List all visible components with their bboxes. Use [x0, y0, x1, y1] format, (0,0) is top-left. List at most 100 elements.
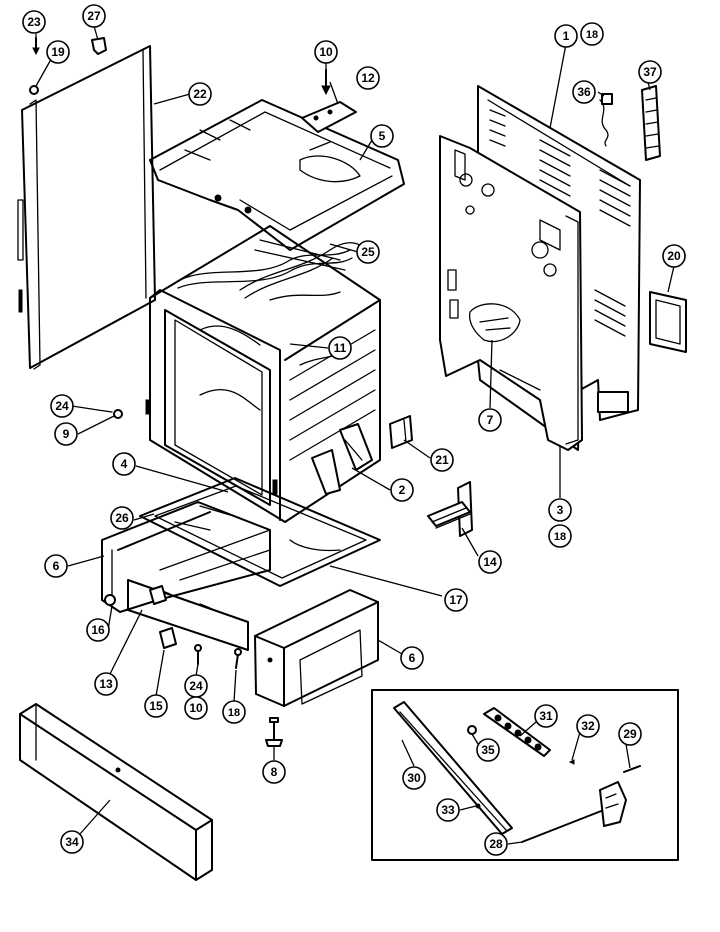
bottom-screw-part	[194, 644, 242, 669]
svg-text:31: 31	[539, 709, 553, 723]
callout-35: 35	[476, 738, 500, 762]
small-clip-part	[159, 627, 177, 649]
callout-34: 34	[60, 830, 84, 854]
svg-text:3: 3	[557, 503, 564, 517]
svg-text:5: 5	[379, 129, 386, 143]
callout-31: 31	[534, 704, 558, 728]
callout-6-frame: 6	[44, 554, 68, 578]
callout-28: 28	[484, 832, 508, 856]
callout-13: 13	[94, 672, 118, 696]
callout-10-bottom: 10	[184, 696, 208, 720]
svg-text:16: 16	[91, 623, 105, 637]
wire-harness-part	[239, 242, 366, 301]
leader-lines	[35, 25, 675, 845]
svg-text:7: 7	[487, 413, 494, 427]
kick-panel-part	[19, 703, 213, 881]
callout-9: 9	[54, 422, 78, 446]
svg-text:24: 24	[189, 679, 203, 693]
svg-text:35: 35	[481, 743, 495, 757]
callout-14: 14	[478, 550, 502, 574]
top-panel-part	[149, 99, 405, 251]
svg-text:6: 6	[409, 651, 416, 665]
access-cover-part	[649, 291, 687, 353]
leveling-leg-part	[265, 717, 283, 747]
callout-36: 36	[572, 80, 596, 104]
callout-30: 30	[402, 766, 426, 790]
svg-text:10: 10	[319, 45, 333, 59]
svg-text:1: 1	[563, 29, 570, 43]
callout-10: 10	[314, 40, 338, 64]
svg-text:24: 24	[55, 399, 69, 413]
callouts: 23 27 19 10 12 22 5 1 18 37 36 25 20 11 …	[22, 4, 686, 856]
svg-text:9: 9	[63, 427, 70, 441]
callout-18-back-panel: 18	[580, 22, 604, 46]
svg-text:33: 33	[441, 803, 455, 817]
hinge-screw-part	[97, 409, 123, 419]
door-latch-part	[311, 423, 373, 495]
side-panel-part	[17, 45, 156, 370]
callout-5: 5	[370, 124, 394, 148]
svg-text:30: 30	[407, 771, 421, 785]
svg-text:34: 34	[65, 835, 79, 849]
callout-19: 19	[46, 40, 70, 64]
callout-15: 15	[144, 694, 168, 718]
svg-text:27: 27	[87, 9, 101, 23]
svg-text:36: 36	[577, 85, 591, 99]
callout-7: 7	[478, 408, 502, 432]
svg-text:18: 18	[586, 29, 598, 41]
svg-text:18: 18	[228, 707, 240, 719]
callout-26: 26	[110, 506, 134, 530]
hinge-bracket-part	[427, 481, 473, 537]
svg-text:15: 15	[149, 699, 163, 713]
svg-text:23: 23	[27, 15, 41, 29]
callout-18-rear-wall: 18	[548, 524, 572, 548]
svg-text:29: 29	[623, 727, 637, 741]
callout-24-hinge: 24	[50, 394, 74, 418]
rear-wall-part	[439, 135, 583, 451]
top-bracket-part	[301, 69, 357, 133]
svg-text:13: 13	[99, 677, 113, 691]
callout-27: 27	[82, 4, 106, 28]
callout-18-bottom: 18	[222, 700, 246, 724]
svg-text:28: 28	[489, 837, 503, 851]
svg-text:2: 2	[399, 483, 406, 497]
callout-33: 33	[436, 798, 460, 822]
callout-29: 29	[618, 722, 642, 746]
oven-cavity-part	[145, 225, 381, 523]
svg-text:10: 10	[189, 701, 203, 715]
svg-text:12: 12	[361, 71, 375, 85]
terminal-block-part	[641, 85, 661, 161]
control-parts-inset	[371, 689, 679, 861]
svg-text:22: 22	[193, 87, 207, 101]
clip-part	[91, 37, 107, 55]
svg-text:18: 18	[554, 531, 566, 543]
callout-17: 17	[444, 588, 468, 612]
callout-22: 22	[188, 82, 212, 106]
svg-text:21: 21	[435, 453, 449, 467]
svg-text:20: 20	[667, 249, 681, 263]
callout-24-bottom: 24	[184, 674, 208, 698]
svg-text:14: 14	[483, 555, 497, 569]
callout-21: 21	[430, 448, 454, 472]
svg-text:19: 19	[51, 45, 65, 59]
callout-37: 37	[638, 60, 662, 84]
base-frame-part	[101, 501, 271, 651]
svg-text:25: 25	[361, 245, 375, 259]
svg-text:26: 26	[115, 511, 129, 525]
callout-16: 16	[86, 618, 110, 642]
wire-lead-part	[599, 93, 613, 147]
callout-8: 8	[262, 760, 286, 784]
svg-text:6: 6	[53, 559, 60, 573]
callout-11: 11	[328, 336, 352, 360]
callout-3: 3	[548, 498, 572, 522]
screw-part	[32, 37, 40, 56]
callout-20: 20	[662, 244, 686, 268]
svg-text:32: 32	[581, 719, 595, 733]
callout-6-drawer: 6	[400, 646, 424, 670]
svg-text:37: 37	[643, 65, 657, 79]
callout-12: 12	[356, 66, 380, 90]
svg-text:11: 11	[334, 341, 347, 355]
storage-drawer-part	[254, 589, 379, 707]
callout-32: 32	[576, 714, 600, 738]
